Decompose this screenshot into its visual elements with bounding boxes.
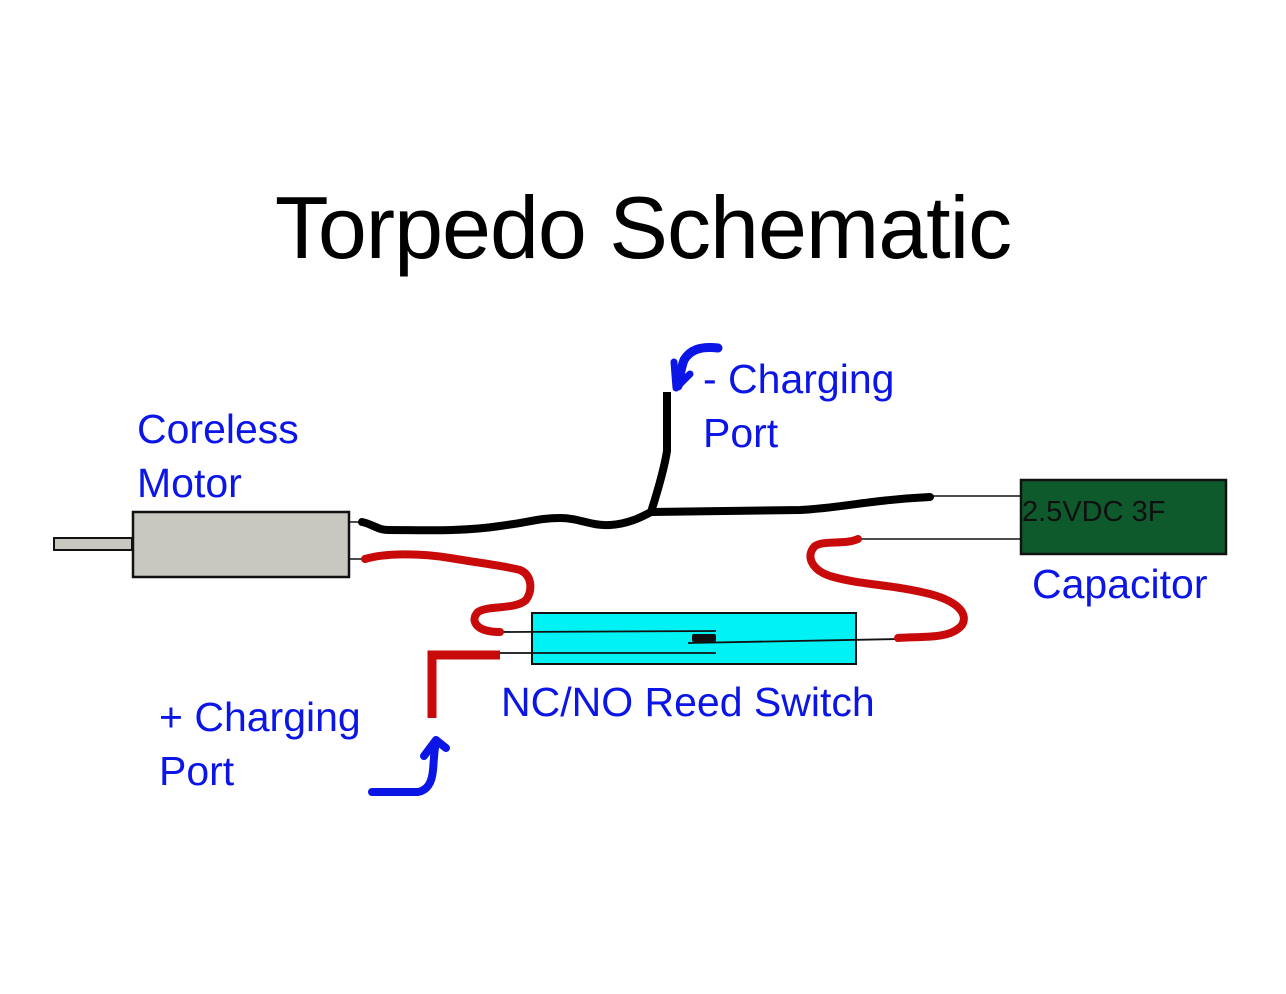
diagram-title: Torpedo Schematic	[274, 178, 1012, 277]
motor-label-line1: Coreless	[137, 406, 299, 452]
wire-positive-port	[427, 650, 500, 718]
pos-port-arrow-icon	[368, 738, 440, 796]
motor-label: Coreless Motor	[137, 402, 299, 510]
pos-port-label-line2: Port	[159, 748, 235, 794]
wire-negative-main	[358, 493, 934, 535]
neg-port-label: - Charging Port	[703, 352, 894, 460]
capacitor-rating: 2.5VDC 3F	[1022, 496, 1166, 528]
neg-port-label-line1: - Charging	[703, 356, 895, 402]
pos-port-label-line1: + Charging	[159, 694, 361, 740]
reed-contact	[692, 634, 716, 642]
reed-switch-label: NC/NO Reed Switch	[501, 679, 875, 725]
motor-label-line2: Motor	[137, 460, 242, 506]
capacitor-body	[1019, 478, 1228, 556]
wire-negative-port	[647, 392, 671, 514]
reed-lead-upper	[499, 630, 717, 633]
motor-shaft	[53, 537, 133, 551]
wire-positive-capacitor	[806, 535, 968, 642]
neg-port-arrowhead-icon	[670, 358, 694, 392]
reed-lead-common	[687, 638, 901, 644]
capacitor-label: Capacitor	[1032, 561, 1208, 607]
pos-port-arrowhead-icon	[420, 736, 450, 760]
wire-positive-motor	[361, 550, 535, 636]
neg-port-label-line2: Port	[703, 410, 779, 456]
pos-port-label: + Charging Port	[159, 690, 361, 798]
neg-port-arrow-icon	[673, 343, 723, 391]
motor-body	[131, 510, 351, 579]
